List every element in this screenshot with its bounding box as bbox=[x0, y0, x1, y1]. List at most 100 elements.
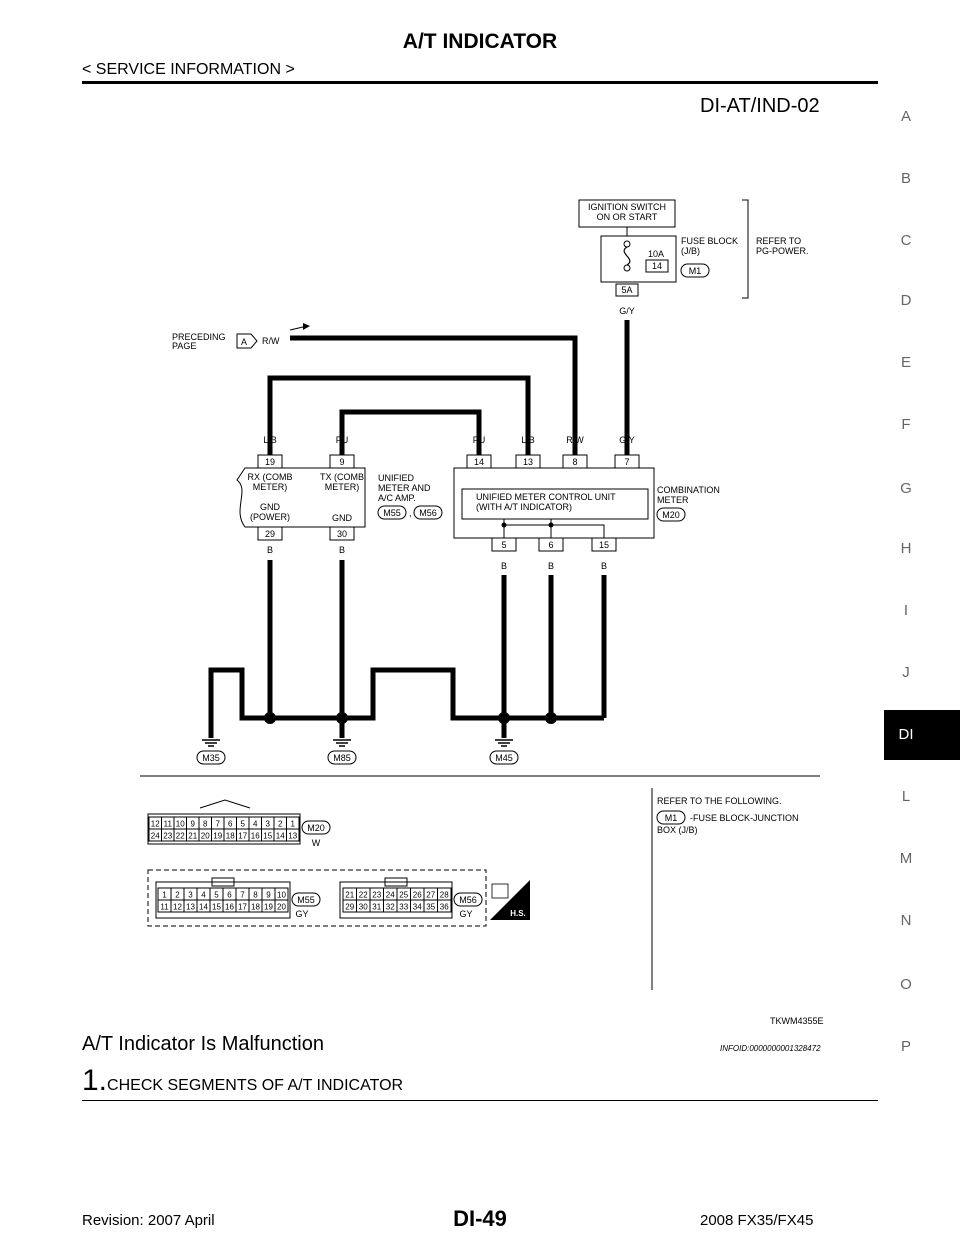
splice-point bbox=[545, 712, 557, 724]
connector-m20-pin: 4 bbox=[253, 820, 258, 829]
splice-point bbox=[264, 712, 276, 724]
ground-m45-label: M45 bbox=[495, 753, 513, 763]
terminal-label: RX (COMB bbox=[248, 472, 293, 482]
diagram-code: DI-AT/IND-02 bbox=[700, 95, 820, 117]
connector-m56-pin: 25 bbox=[399, 891, 408, 900]
refer-to-label: PG-POWER. bbox=[756, 246, 809, 256]
terminal-6-label: 6 bbox=[548, 540, 553, 550]
side-index-n[interactable]: N bbox=[900, 912, 912, 929]
connector-m55-pin: 12 bbox=[173, 903, 182, 912]
connector-m20-pin: 17 bbox=[238, 832, 247, 841]
ground-m35 bbox=[196, 750, 226, 765]
header-divider bbox=[82, 81, 878, 84]
fuse-terminal-5a bbox=[615, 283, 639, 297]
connector-m55-pin: 4 bbox=[201, 891, 206, 900]
side-index-g[interactable]: G bbox=[900, 480, 912, 497]
terminal-5 bbox=[491, 537, 517, 552]
connector-m56-pin: 24 bbox=[386, 891, 395, 900]
connector-m20 bbox=[656, 507, 686, 522]
terminal-5-label: 5 bbox=[501, 540, 506, 550]
ground-m45 bbox=[489, 750, 519, 765]
connector-m56-pin: 26 bbox=[413, 891, 422, 900]
connector-m20-pin: 11 bbox=[164, 820, 173, 829]
side-index-di[interactable]: DI bbox=[898, 726, 914, 743]
unified-meter-name: A/C AMP. bbox=[378, 493, 416, 503]
side-index-m[interactable]: M bbox=[899, 850, 913, 867]
connector-m20-label: M20 bbox=[662, 510, 680, 520]
meter-control-unit-label: UNIFIED METER CONTROL UNIT bbox=[476, 492, 616, 502]
connector-m20-pin: 12 bbox=[151, 820, 160, 829]
terminal-label: METER) bbox=[253, 482, 288, 492]
connector-m55-pin: 14 bbox=[199, 903, 208, 912]
side-index-i[interactable]: I bbox=[903, 602, 909, 619]
splice-point bbox=[336, 712, 348, 724]
connector-color: GY bbox=[459, 909, 472, 919]
side-index-e[interactable]: E bbox=[900, 354, 911, 371]
connector-color: W bbox=[312, 838, 321, 848]
connector-m56-pin: 29 bbox=[345, 903, 354, 912]
fuse-terminal bbox=[623, 240, 631, 248]
connector-color: GY bbox=[295, 909, 308, 919]
connector-m55-tag-label: M55 bbox=[297, 895, 315, 905]
connector-m1 bbox=[680, 263, 710, 278]
wire-label: B bbox=[339, 689, 345, 699]
connector-m20-pin: 15 bbox=[263, 832, 272, 841]
fuse-block-box bbox=[600, 235, 677, 283]
connector-m20-pin: 6 bbox=[228, 820, 233, 829]
terminal-29-label: 29 bbox=[265, 529, 275, 539]
wire-label: L/B bbox=[263, 435, 277, 445]
terminal-label: TX (COMB bbox=[320, 472, 364, 482]
side-index-l[interactable]: L bbox=[901, 788, 911, 805]
connector-m55-pin: 18 bbox=[251, 903, 260, 912]
wire-b bbox=[342, 667, 604, 721]
side-index-j[interactable]: J bbox=[902, 664, 910, 681]
side-index-o[interactable]: O bbox=[900, 976, 912, 993]
connector-m20-pin: 2 bbox=[278, 820, 283, 829]
connector-m56-pin: 23 bbox=[372, 891, 381, 900]
unified-meter-box bbox=[236, 467, 366, 528]
connector-m20-pin: 8 bbox=[203, 820, 208, 829]
side-index-d[interactable]: D bbox=[900, 292, 912, 309]
fuse-amp: 10A bbox=[648, 249, 664, 259]
connector-m56-pin: 35 bbox=[426, 903, 435, 912]
wire-lb bbox=[267, 375, 531, 455]
terminal-30 bbox=[329, 526, 355, 541]
connector-m56-label: M56 bbox=[419, 508, 437, 518]
ignition-switch-label: IGNITION SWITCH bbox=[588, 202, 666, 212]
connector-m55-label: M55 bbox=[383, 508, 401, 518]
connector-m55-pin: 10 bbox=[277, 891, 286, 900]
connector-m20-pin: 22 bbox=[176, 832, 185, 841]
wire-label: B bbox=[548, 561, 554, 571]
splice-point bbox=[498, 712, 510, 724]
connector-m56-pin: 36 bbox=[440, 903, 449, 912]
wire-b bbox=[208, 667, 342, 738]
terminal-30-label: 30 bbox=[337, 529, 347, 539]
side-index-f[interactable]: F bbox=[901, 416, 911, 433]
connector-m56-pin: 31 bbox=[372, 903, 381, 912]
side-index-c[interactable]: C bbox=[900, 232, 912, 249]
off-page-marker: A bbox=[241, 337, 247, 347]
terminal-label: METER) bbox=[325, 482, 360, 492]
wire-label: B bbox=[601, 561, 607, 571]
meter-control-unit-box bbox=[461, 488, 649, 520]
side-index-a[interactable]: A bbox=[900, 108, 911, 125]
wire-label: B bbox=[548, 689, 554, 699]
side-index-h[interactable]: H bbox=[900, 540, 912, 557]
connector-m20-pin: 16 bbox=[251, 832, 260, 841]
connector-m55-pin: 11 bbox=[160, 903, 169, 912]
connector-m55-pin: 17 bbox=[238, 903, 247, 912]
connector-m55-tag bbox=[291, 892, 321, 907]
connector-m20-pin: 3 bbox=[266, 820, 271, 829]
side-index-active-tab[interactable] bbox=[884, 710, 960, 760]
ignition-switch-label: ON OR START bbox=[597, 212, 658, 222]
side-index-b[interactable]: B bbox=[900, 170, 911, 187]
connector-m55-pin: 1 bbox=[162, 891, 167, 900]
fuse-terminal bbox=[623, 264, 631, 272]
terminal-8-label: 8 bbox=[572, 457, 577, 467]
connector-m20-pin: 14 bbox=[276, 832, 285, 841]
connector-m20-pin: 20 bbox=[201, 832, 210, 841]
side-index-p[interactable]: P bbox=[900, 1038, 911, 1055]
section-divider bbox=[82, 1100, 878, 1101]
wire-pu bbox=[339, 409, 482, 455]
figure-reference: TKWM4355E bbox=[770, 1016, 824, 1026]
